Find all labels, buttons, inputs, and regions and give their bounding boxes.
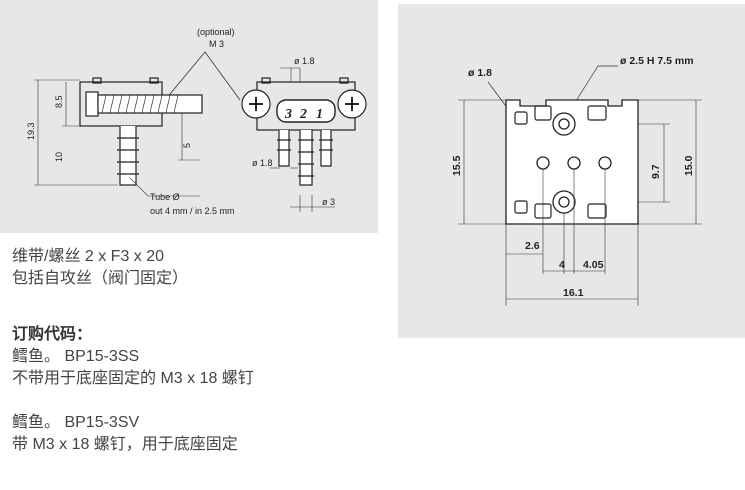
tube-leader (129, 177, 200, 197)
m3-label: M 3 (209, 39, 224, 49)
top-view-drawing: ø 1.8 ø 2.5 H 7.5 mm (398, 4, 745, 338)
front-view-body (241, 77, 367, 186)
front-dim-lines (270, 67, 335, 212)
top-view-svg: ø 1.8 ø 2.5 H 7.5 mm (451, 55, 702, 306)
tube-label-line1: Tube Ø (150, 192, 180, 202)
tube-label-line2: out 4 mm / in 2.5 mm (150, 206, 235, 216)
dim-16-1: 16.1 (563, 287, 584, 299)
dim-4-05: 4.05 (583, 259, 604, 271)
dim-10: 10 (54, 152, 64, 162)
dim-15-0: 15.0 (683, 155, 695, 176)
description-line-1: 维带/螺丝 2 x F3 x 20 (12, 248, 165, 265)
dim-2-6: 2.6 (525, 240, 540, 252)
top-view-body (505, 99, 639, 225)
item1-code: 鳕鱼。 BP15-3SS (12, 348, 140, 365)
optional-label: (optional) (197, 27, 235, 37)
spacer (12, 390, 254, 412)
dim-8-5: 8.5 (54, 95, 64, 108)
phi-1-8-side: ø 1.8 (252, 158, 273, 168)
dim-5: 5 (182, 143, 192, 148)
side-view-body (79, 77, 203, 186)
dim-9-7: 9.7 (650, 164, 662, 179)
phi-1-8-label: ø 1.8 (468, 67, 492, 79)
dim-4: 4 (559, 259, 565, 271)
product-description: 维带/螺丝 2 x F3 x 20 包括自攻丝（阀门固定） (12, 246, 188, 290)
ordering-heading: 订购代码： (12, 326, 93, 343)
top-dim-lines (458, 99, 702, 306)
valve-number-2: 2 (299, 107, 307, 122)
dim-19-3: 19.3 (26, 122, 36, 140)
description-line-2: 包括自攻丝（阀门固定） (12, 270, 189, 287)
hole-label: ø 2.5 H 7.5 mm (620, 55, 694, 67)
side-view-svg: (optional) M 3 (26, 27, 367, 216)
valve-number-3: 3 (284, 107, 292, 122)
item2-description: 带 M3 x 18 螺钉，用于底座固定 (12, 436, 238, 453)
dim-15-5: 15.5 (451, 155, 463, 176)
ordering-info: 订购代码： 鳕鱼。 BP15-3SS 不带用于底座固定的 M3 x 18 螺钉 … (12, 324, 254, 456)
item1-description: 不带用于底座固定的 M3 x 18 螺钉 (12, 370, 254, 387)
item2-code: 鳕鱼。 BP15-3SV (12, 414, 140, 431)
valve-number-1: 1 (316, 107, 323, 122)
side-dim-lines (34, 79, 200, 186)
phi-3: ø 3 (322, 197, 335, 207)
screw-leader (164, 51, 241, 101)
side-view-drawing: (optional) M 3 (0, 0, 378, 233)
phi-1-8-top: ø 1.8 (294, 56, 315, 66)
